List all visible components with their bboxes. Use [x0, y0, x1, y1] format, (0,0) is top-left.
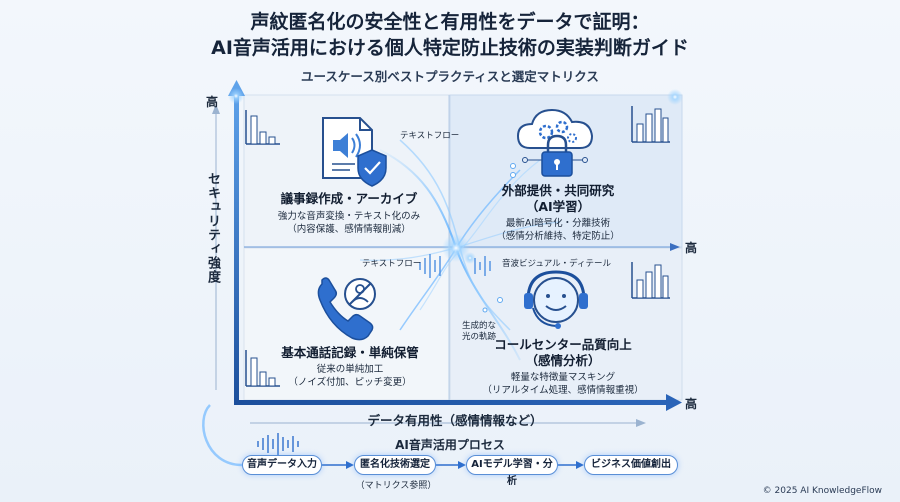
x-axis-title: データ有用性（感情情報など）: [367, 413, 543, 428]
x-axis-high-label: 高: [685, 397, 698, 411]
quadrant-desc-2: （ノイズ付加、ピッチ変更）: [288, 377, 412, 388]
quadrant-top-right: 外部提供・共同研究 （AI学習） 最新AI暗号化・分離技術 （感情分析維持、特定…: [468, 183, 648, 243]
y-axis-high-label: 高: [206, 95, 219, 109]
page-title-line1: 声紋匿名化の安全性と有用性をデータで証明：: [250, 11, 650, 33]
waveform-detail-label: 音波ビジュアル・ディテール: [502, 259, 612, 269]
process-note: （マトリクス参照）: [355, 481, 437, 491]
cloud-gear-lock-icon: [516, 108, 594, 177]
quadrant-bottom-right: コールセンター品質向上 （感情分析） 軽量な特徴量マスキング （リアルタイム処理…: [468, 337, 658, 397]
document-speaker-shield-icon: [322, 117, 387, 187]
light-track-label: 生成的な 光の軌跡: [459, 321, 499, 343]
quadrant-top-left: 議事録作成・アーカイブ 強力な音声変換・テキスト化のみ （内容保護、感情情報削減…: [254, 191, 444, 236]
mid-arrow-icon: [670, 243, 680, 251]
small-x-arrow-icon: [636, 419, 646, 427]
quadrant-title-1: 外部提供・共同研究: [501, 183, 615, 198]
quadrant-bottom-left: 基本通話記録・単純保管 従来の単純加工 （ノイズ付加、ピッチ変更）: [250, 345, 450, 389]
bar-chart-icon: [245, 106, 670, 387]
quadrant-desc-1: 従来の単純加工: [316, 364, 384, 375]
process-waveform-icon: [257, 433, 299, 455]
quadrant-title-1: コールセンター品質向上: [494, 337, 632, 352]
quadrant-desc-2: （感情分析維持、特定防止）: [496, 231, 620, 242]
x-axis-arrow-icon: [666, 394, 682, 411]
quadrant-desc-1: 最新AI暗号化・分離技術: [505, 218, 611, 229]
waveform-icon: [419, 254, 491, 278]
quadrant-title: 基本通話記録・単純保管: [281, 345, 419, 360]
phone-anonymous-user-icon: [317, 277, 376, 341]
quadrant-desc-1: 軽量な特徴量マスキング: [510, 372, 616, 383]
light-track-line2: 光の軌跡: [461, 332, 496, 342]
y-axis-title: セキュリティ強度: [205, 172, 220, 284]
text-flow-label-top: テキストフロー: [400, 131, 460, 141]
y-axis: [234, 92, 239, 404]
mid-high-label: 高: [685, 241, 698, 255]
process-step-ai-training[interactable]: AIモデル学習・分析: [466, 455, 558, 487]
small-y-arrow-icon: [212, 104, 220, 114]
light-track-line1: 生成的な: [461, 321, 496, 331]
quadrant-desc-2: （内容保護、感情情報削減）: [287, 224, 411, 235]
process-step-voice-input[interactable]: 音声データ入力: [242, 455, 322, 475]
quadrant-title-2: （AI学習）: [525, 199, 591, 214]
process-title: AI音声活用プロセス: [395, 438, 505, 452]
x-axis: [234, 400, 669, 405]
quadrant-desc-1: 強力な音声変換・テキスト化のみ: [277, 211, 421, 222]
text-flow-label-mid: テキストフロー: [362, 259, 422, 269]
process-step-anonymization-selection[interactable]: 匿名化技術選定: [354, 455, 436, 475]
headset-smiley-icon: [524, 270, 588, 329]
page-subtitle: ユースケース別ベストプラクティスと選定マトリクス: [301, 69, 599, 84]
quadrant-title-2: （感情分析）: [525, 353, 601, 368]
copyright: © 2025 AI KnowledgeFlow: [762, 486, 882, 496]
process-step-business-value[interactable]: ビジネス価値創出: [584, 455, 678, 475]
center-glow: [442, 234, 470, 262]
page-title-line2: AI音声活用における個人特定防止技術の実装判断ガイド: [211, 37, 689, 59]
process-connector: [202, 404, 243, 467]
quadrant-desc-2: （リアルタイム処理、感情情報重視）: [482, 385, 644, 396]
quadrant-title: 議事録作成・アーカイブ: [280, 191, 418, 206]
